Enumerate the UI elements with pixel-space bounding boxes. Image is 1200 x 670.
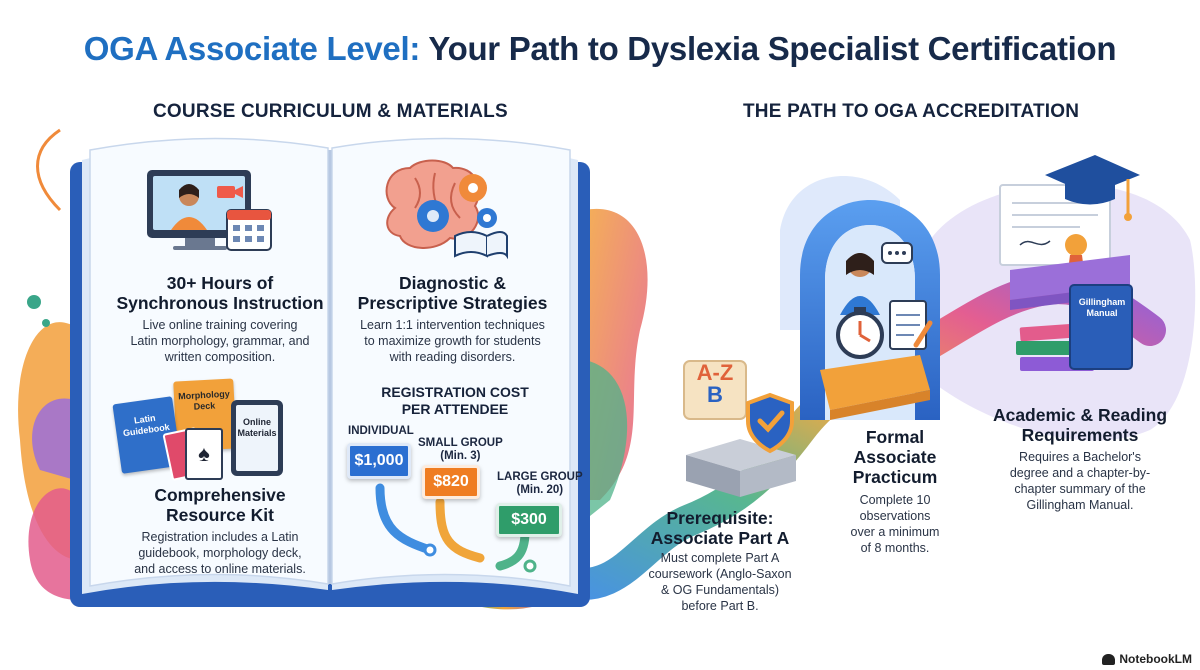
tier-individual-label: INDIVIDUAL <box>348 425 414 438</box>
gillingham-manual-book <box>1069 284 1133 370</box>
title-rest: Your Path to Dyslexia Specialist Certifi… <box>420 30 1117 67</box>
card-strategies-desc-line2: to maximize growth for students <box>364 334 541 348</box>
az-line2: B <box>707 382 723 407</box>
step-prerequisite-desc-line2: coursework (Anglo-Saxon <box>648 567 792 581</box>
dot-decoration-small <box>42 319 50 327</box>
card-strategies-title-line2: Prescriptive Strategies <box>357 293 548 313</box>
tier-individual-label-line1: INDIVIDUAL <box>348 425 414 437</box>
tier-small-price: $820 <box>422 465 480 499</box>
step-prerequisite-title: Prerequisite: Associate Part A <box>640 508 800 548</box>
step-practicum-desc-line2: observations <box>859 509 931 523</box>
card-instruction-desc-line1: Live online training covering <box>142 318 298 332</box>
card-kit-desc: Registration includes a Latin guidebook,… <box>110 529 330 577</box>
online-label-line1: Online <box>242 417 271 427</box>
step-practicum-desc-line3: over a minimum <box>850 525 940 539</box>
card-instruction-title-line2: Synchronous Instruction <box>116 293 324 313</box>
notebooklm-logo-icon <box>1102 653 1116 665</box>
tier-large-label: LARGE GROUP(Min. 20) <box>497 471 583 497</box>
cost-connectors <box>375 483 537 573</box>
az-block-icon <box>683 360 747 420</box>
step-prerequisite-desc-line4: before Part B. <box>681 599 759 613</box>
card-instruction-desc: Live online training covering Latin morp… <box>110 317 330 365</box>
step-academic-desc-line3: chapter summary of the <box>1014 482 1146 496</box>
card-strategies-title: Diagnostic & Prescriptive Strategies <box>335 273 570 313</box>
page-title: OGA Associate Level: Your Path to Dyslex… <box>0 30 1200 68</box>
step-prerequisite-title-line2: Associate Part A <box>650 528 790 548</box>
step-prerequisite-desc-line1: Must complete Part A <box>660 551 780 565</box>
manual-label: Gillingham Manual <box>1072 297 1132 319</box>
practicum-arch-illustration <box>800 200 940 420</box>
card-instruction-desc-line3: written composition. <box>164 350 276 364</box>
prerequisite-illustration <box>683 360 796 497</box>
dot-decoration <box>27 295 41 309</box>
step-academic-title-line2: Requirements <box>1021 425 1139 445</box>
step-practicum-desc: Complete 10 observations over a minimum … <box>835 492 955 556</box>
cost-heading-line2: PER ATTENDEE <box>401 401 509 417</box>
step-academic-title-line1: Academic & Reading <box>992 405 1168 425</box>
swoosh-decoration <box>36 128 62 212</box>
card-kit-title-line2: Resource Kit <box>166 505 274 525</box>
card-strategies-title-line1: Diagnostic & <box>399 273 506 293</box>
tier-large-label-line1: LARGE GROUP <box>497 471 583 483</box>
step-practicum-title: Formal Associate Practicum <box>835 427 955 487</box>
card-strategies-desc-line1: Learn 1:1 intervention techniques <box>360 318 545 332</box>
curriculum-heading: COURSE CURRICULUM & MATERIALS <box>153 101 508 122</box>
cost-heading-line1: REGISTRATION COST <box>381 384 529 400</box>
tier-small-label-line2: (Min. 3) <box>440 450 481 462</box>
brain-gears-icon <box>385 159 508 260</box>
card-kit-desc-line3: and access to online materials. <box>134 562 306 576</box>
tier-small-label: SMALL GROUP(Min. 3) <box>418 437 503 463</box>
manual-label-line2: Manual <box>1086 308 1118 318</box>
card-instruction-desc-line2: Latin morphology, grammar, and <box>130 334 310 348</box>
step-academic-desc-line1: Requires a Bachelor's <box>1019 450 1141 464</box>
cost-heading: REGISTRATION COST PER ATTENDEE <box>355 384 555 418</box>
manual-label-line1: Gillingham <box>1078 297 1126 307</box>
purple-backdrop <box>909 183 1196 441</box>
card-strategies-desc-line3: with reading disorders. <box>389 350 516 364</box>
step-prerequisite-desc: Must complete Part A coursework (Anglo-S… <box>640 550 800 614</box>
step-practicum-title-line1: Formal <box>865 427 925 447</box>
online-label-line2: Materials <box>237 428 277 438</box>
tier-large-price: $300 <box>496 503 562 537</box>
purple-blob <box>32 398 75 480</box>
step-practicum-desc-line4: of 8 months. <box>860 541 930 555</box>
card-kit-title: Comprehensive Resource Kit <box>110 485 330 525</box>
step-academic-desc: Requires a Bachelor's degree and a chapt… <box>985 449 1175 513</box>
card-kit-title-line1: Comprehensive <box>154 485 286 505</box>
az-line1: A-Z <box>696 360 734 385</box>
step-practicum-desc-line1: Complete 10 <box>859 493 931 507</box>
academic-illustration <box>999 155 1140 371</box>
online-instruction-icon <box>147 170 272 251</box>
accreditation-heading: THE PATH TO OGA ACCREDITATION <box>743 101 1080 122</box>
pink-blob <box>28 488 80 600</box>
step-academic-title: Academic & Reading Requirements <box>985 405 1175 445</box>
step-practicum-title-line3: Practicum <box>852 467 938 487</box>
notebooklm-brand: NotebookLM <box>1102 652 1192 666</box>
tier-large-label-line2: (Min. 20) <box>516 484 564 496</box>
step-practicum-title-line2: Associate <box>853 447 937 467</box>
step-academic-desc-line4: Gillingham Manual. <box>1026 498 1134 512</box>
card-kit-desc-line2: guidebook, morphology deck, <box>138 546 302 560</box>
award-seal-icon <box>1065 234 1087 256</box>
step-prerequisite-title-line1: Prerequisite: <box>666 508 774 528</box>
card-strategies-desc: Learn 1:1 intervention techniques to max… <box>335 317 570 365</box>
green-blob <box>585 360 628 520</box>
step-academic-desc-line2: degree and a chapter-by- <box>1009 466 1151 480</box>
tier-individual-price: $1,000 <box>347 443 411 479</box>
az-block-label: A-Z B <box>684 362 746 406</box>
card-instruction-title: 30+ Hours of Synchronous Instruction <box>110 273 330 313</box>
brand-label: NotebookLM <box>1119 652 1192 666</box>
step-prerequisite-desc-line3: & OG Fundamentals) <box>660 583 780 597</box>
card-instruction-title-line1: 30+ Hours of <box>166 273 274 293</box>
title-accent: OGA Associate Level: <box>83 30 421 67</box>
card-kit-desc-line1: Registration includes a Latin <box>141 530 299 544</box>
spade-card-icon: ♠ <box>185 428 223 480</box>
tier-small-label-line1: SMALL GROUP <box>418 437 503 449</box>
